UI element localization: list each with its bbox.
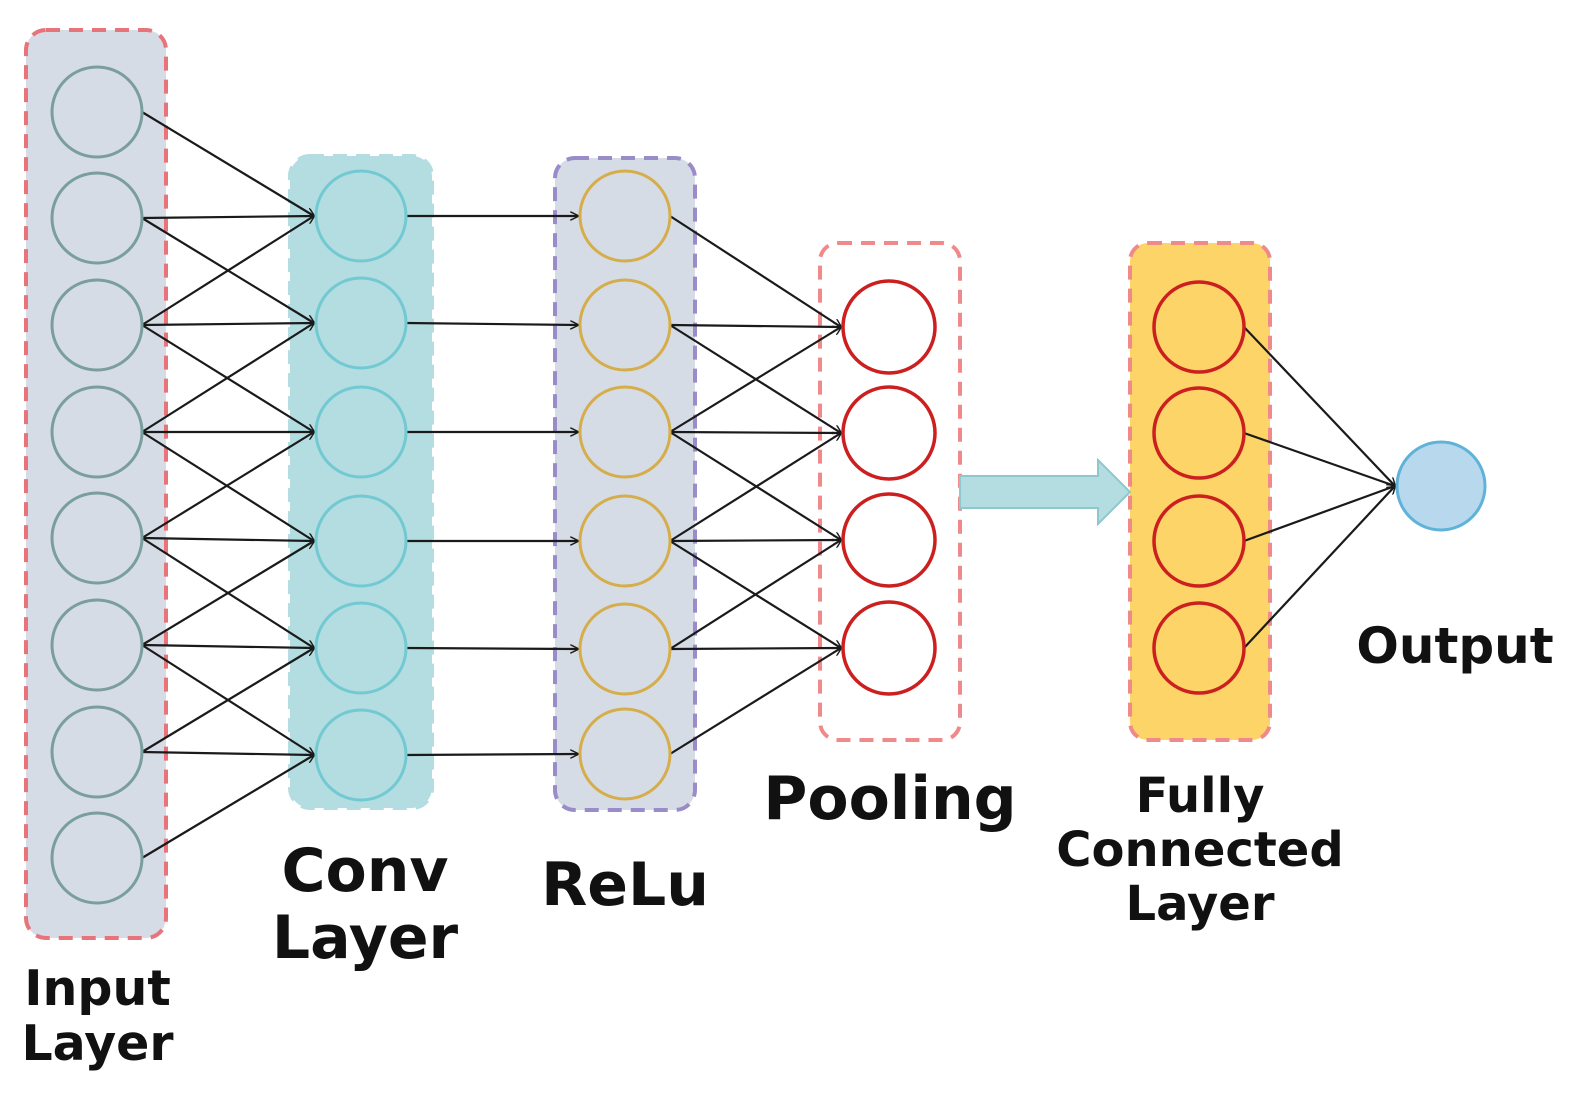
connection-arrow	[141, 432, 314, 539]
conv-node	[314, 708, 408, 802]
fc-layer-panel	[1128, 241, 1272, 742]
transition-block-arrow	[959, 457, 1132, 527]
connection-arrow	[141, 648, 314, 753]
relu-node	[578, 385, 672, 479]
connection-arrow	[669, 648, 841, 649]
connection-arrow	[669, 648, 841, 755]
fc-node	[1152, 601, 1246, 695]
connection-arrow	[141, 323, 314, 433]
input-node	[50, 705, 144, 799]
connection-arrow	[141, 541, 314, 646]
connection-arrow	[141, 645, 314, 648]
pooling-node	[841, 600, 937, 696]
output-layer-label: Output	[1356, 617, 1554, 675]
connection-arrow	[669, 215, 841, 327]
relu-layer-label: ReLu	[541, 850, 709, 920]
pooling-node	[841, 385, 937, 481]
connection-arrow	[141, 538, 314, 541]
conv-node	[314, 601, 408, 695]
connection-arrow	[1243, 486, 1395, 649]
output-node	[1395, 440, 1487, 532]
input-node	[50, 65, 144, 159]
input-node	[50, 811, 144, 905]
connection-arrow	[141, 752, 314, 755]
pooling-node	[841, 492, 937, 588]
connection-arrow	[141, 431, 314, 541]
connection-arrow	[141, 216, 314, 218]
connection-arrow	[1243, 326, 1395, 486]
conv-node	[314, 276, 408, 370]
conv-node	[314, 494, 408, 588]
connection-arrow	[669, 327, 841, 433]
connection-arrow	[405, 323, 578, 325]
input-node	[50, 278, 144, 372]
connection-arrow	[405, 648, 578, 649]
connection-arrow	[669, 433, 841, 542]
connection-arrow	[1243, 486, 1395, 543]
relu-node	[578, 494, 672, 588]
input-node	[50, 171, 144, 265]
fc-node	[1152, 280, 1246, 374]
pooling-layer-label: Pooling	[763, 764, 1017, 834]
input-layer-label: Input Layer	[21, 960, 174, 1072]
connection-arrow	[405, 754, 578, 755]
connection-arrow	[669, 540, 841, 541]
relu-node	[578, 278, 672, 372]
connection-arrow	[1243, 431, 1395, 486]
fc-node	[1152, 494, 1246, 588]
connection-arrow	[141, 323, 314, 325]
connection-arrow	[141, 216, 314, 326]
pooling-node	[841, 279, 937, 375]
fc-node	[1152, 386, 1246, 480]
input-layer-panel	[24, 28, 168, 940]
relu-node	[578, 707, 672, 801]
conv-node	[314, 385, 408, 479]
connection-arrow	[141, 755, 314, 859]
connection-arrow	[669, 325, 841, 327]
fully-connected-layer-label: Fully Connected Layer	[1056, 768, 1344, 932]
connection-arrow	[669, 432, 841, 433]
input-node	[50, 491, 144, 585]
conv-layer-label: Conv Layer	[271, 836, 459, 974]
conv-node	[314, 169, 408, 263]
input-node	[50, 598, 144, 692]
connection-arrow	[141, 111, 314, 216]
connection-arrow	[669, 540, 841, 650]
relu-node	[578, 602, 672, 696]
input-node	[50, 385, 144, 479]
relu-node	[578, 169, 672, 263]
